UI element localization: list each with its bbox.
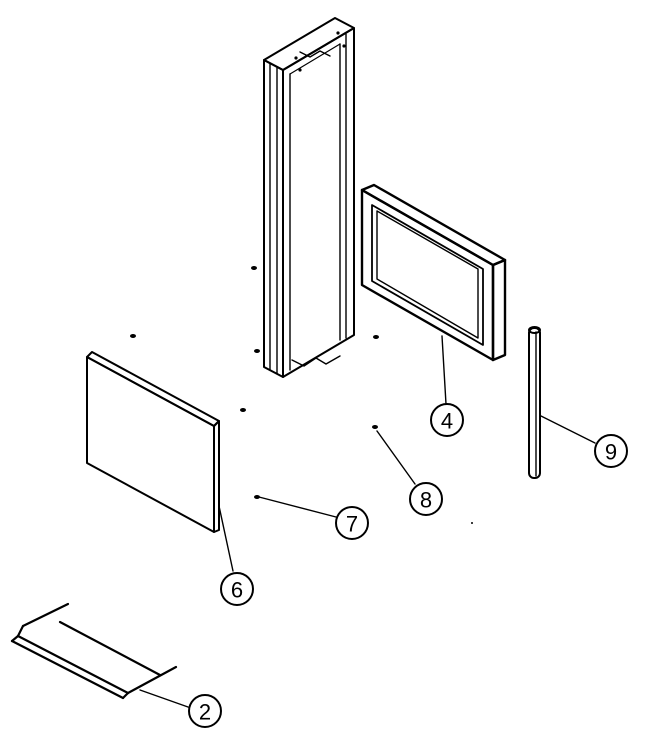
- bracket: [10, 602, 178, 700]
- callout-7: 7: [335, 506, 369, 540]
- frame-panel: [360, 183, 507, 362]
- callout-9: 9: [594, 434, 628, 468]
- callout-label-2: 2: [199, 700, 211, 725]
- callout-label-7: 7: [346, 512, 358, 537]
- callout-label-9: 9: [605, 440, 617, 465]
- callout-label-6: 6: [231, 578, 243, 603]
- fastener-dots: [130, 266, 473, 524]
- callout-8: 8: [409, 482, 443, 516]
- upright-column: [263, 17, 355, 378]
- callout-label-8: 8: [420, 488, 432, 513]
- flat-panel: [86, 351, 220, 533]
- callout-label-4: 4: [441, 409, 453, 434]
- callout-6: 6: [220, 572, 254, 606]
- callout-4: 4: [430, 403, 464, 437]
- rod: [528, 326, 541, 479]
- callout-2: 2: [188, 694, 222, 728]
- leader-lines: [139, 335, 596, 708]
